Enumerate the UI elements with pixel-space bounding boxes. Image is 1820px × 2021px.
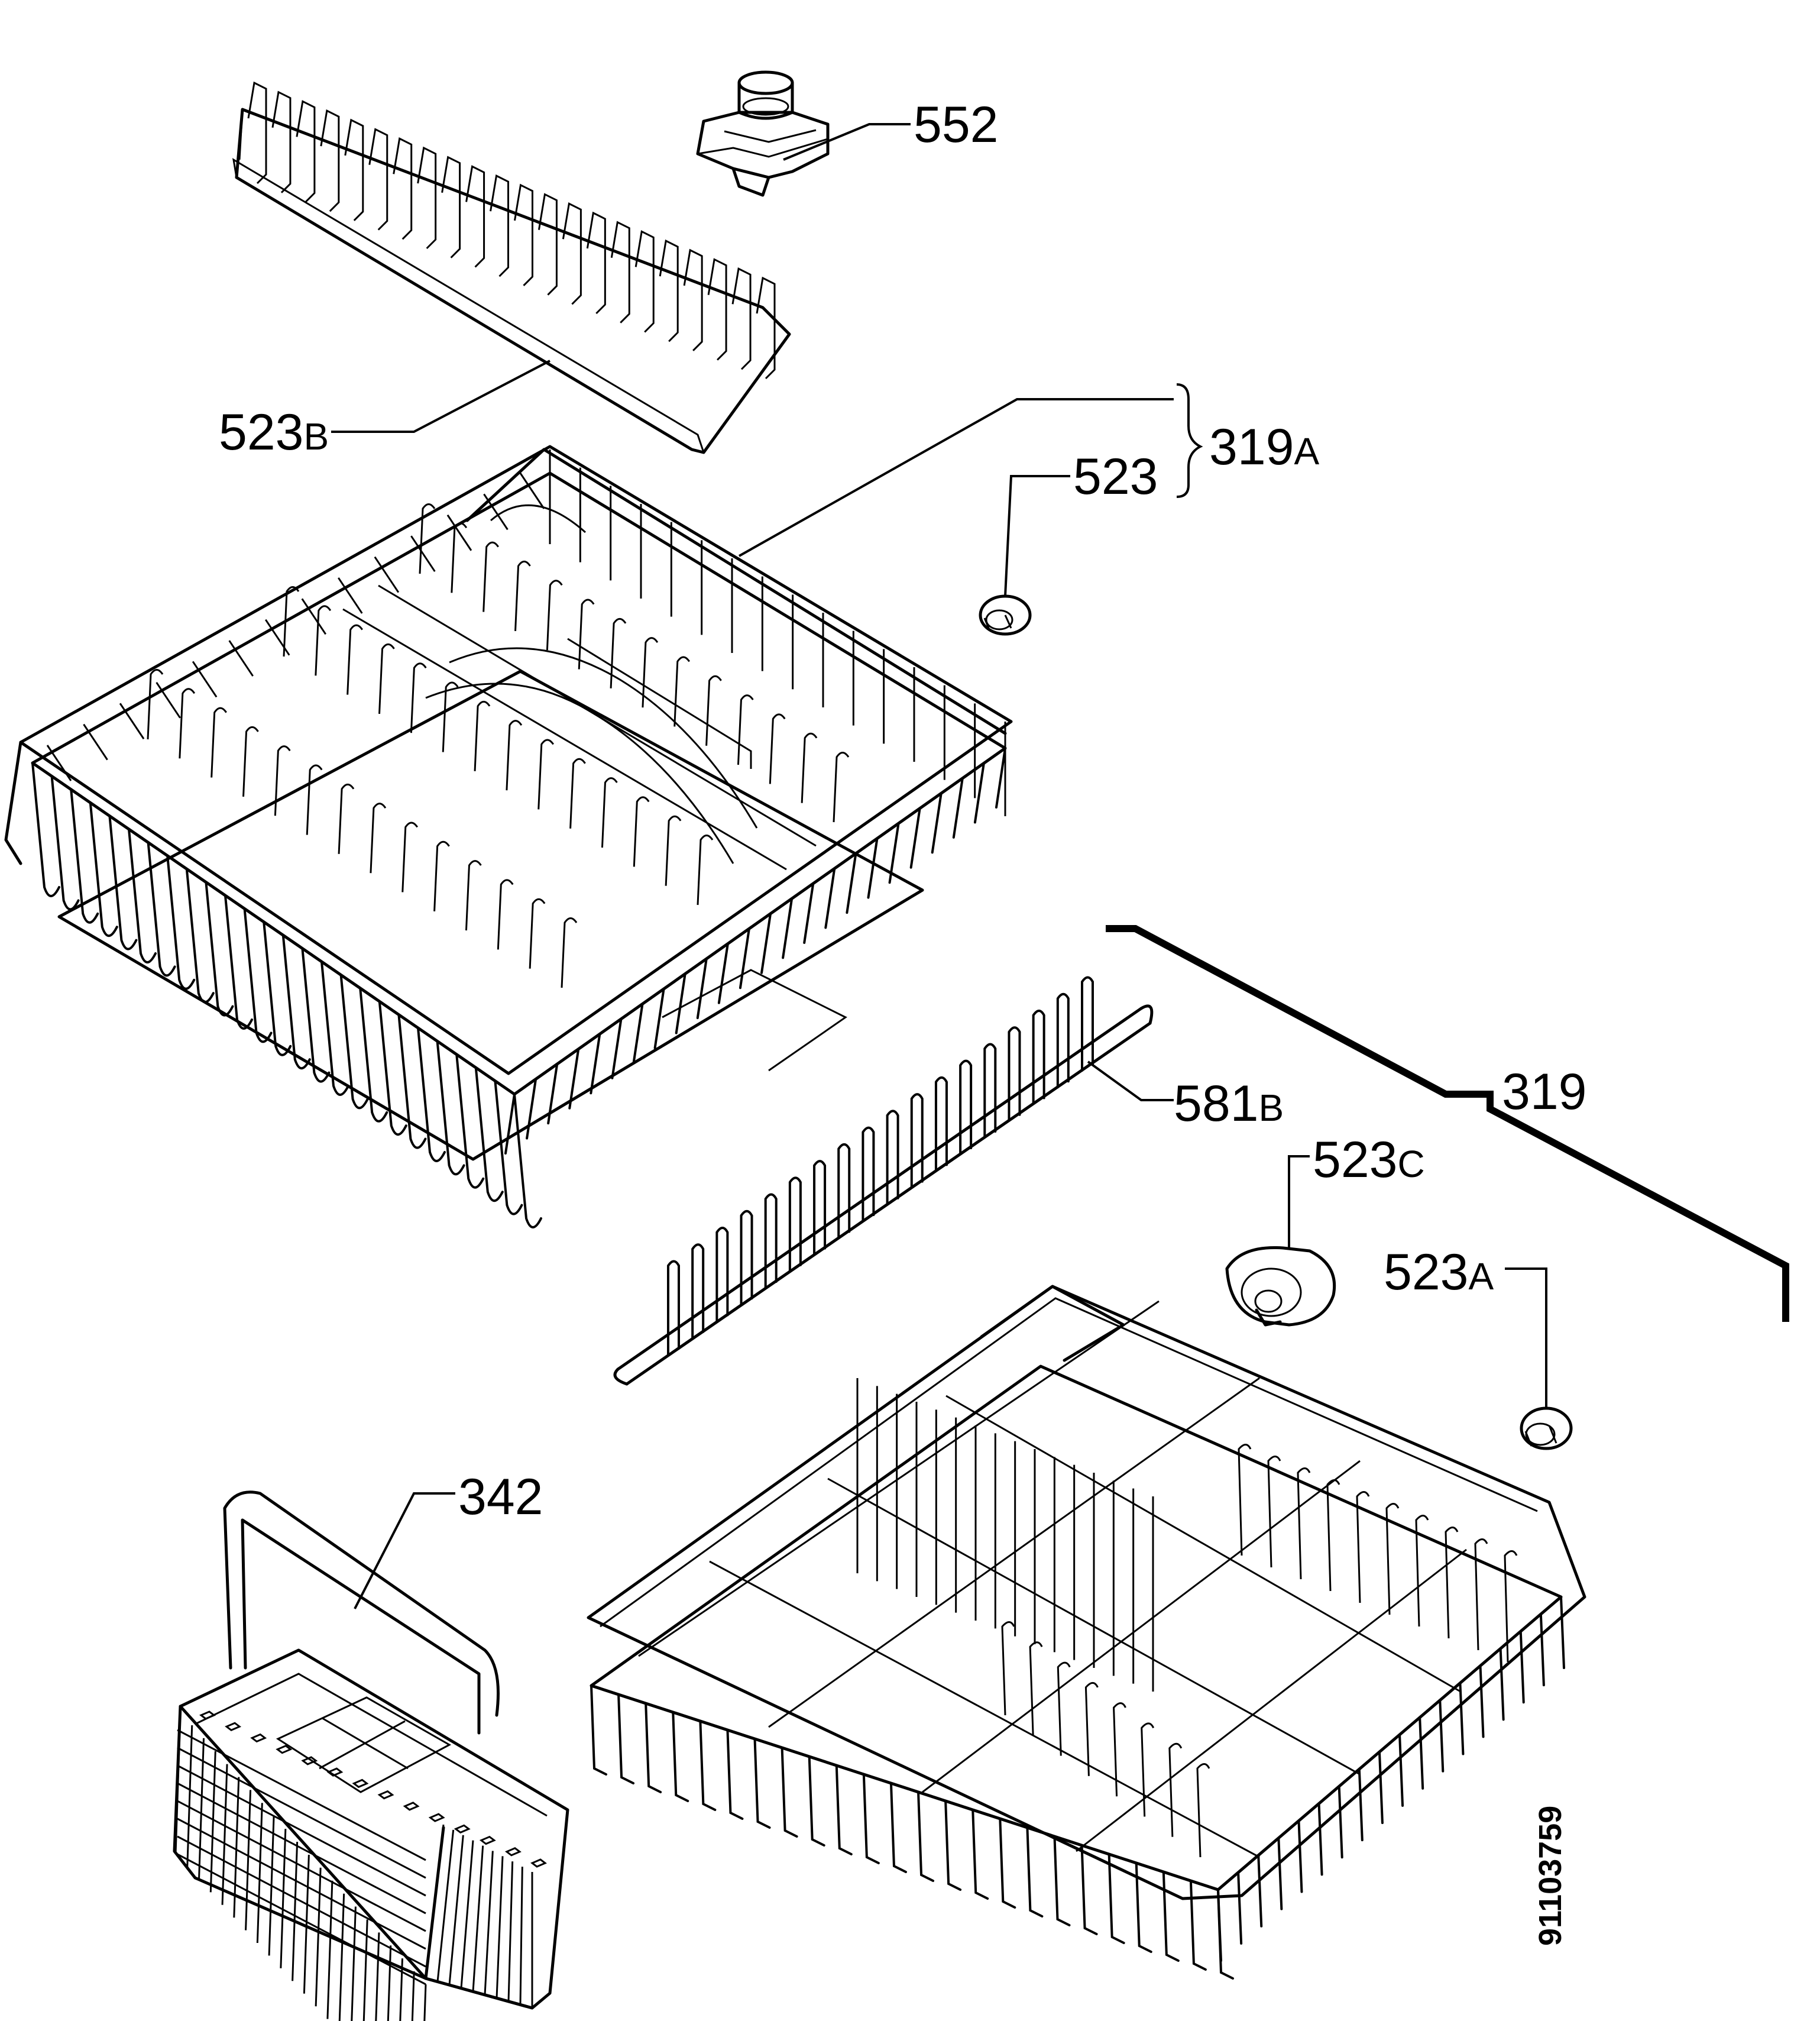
label-319A: 319A <box>1209 419 1320 476</box>
part-523C-wheel <box>1225 1246 1336 1327</box>
document-number: 91103759 <box>1533 1806 1568 1946</box>
label-319: 319 <box>1502 1063 1587 1120</box>
leader-552 <box>783 123 911 161</box>
leader-523 <box>1004 475 1070 597</box>
label-523C: 523C <box>1313 1131 1425 1188</box>
label-581B: 581B <box>1174 1075 1284 1132</box>
part-342-cutlery-basket <box>173 1490 569 2021</box>
leader-342 <box>354 1492 455 1609</box>
part-319-lower-basket <box>587 1285 1586 1980</box>
label-342: 342 <box>458 1469 543 1525</box>
part-labels: 552 523B 319A 523 581B 319 523C 523A 342… <box>219 96 1587 1946</box>
part-523A-wheel <box>1520 1406 1573 1450</box>
part-319A-upper-basket <box>4 445 1013 1228</box>
label-523: 523 <box>1073 448 1158 505</box>
leader-581B <box>1087 1060 1174 1101</box>
part-552-connector <box>696 70 830 197</box>
label-523B: 523B <box>219 404 329 461</box>
part-523-wheel <box>979 594 1032 636</box>
leader-523A <box>1505 1267 1547 1408</box>
part-581B-tine-rack <box>613 976 1154 1386</box>
leader-523C <box>1288 1155 1310 1248</box>
leader-319 <box>1106 925 1789 1322</box>
label-523A: 523A <box>1384 1244 1494 1301</box>
leader-319A <box>739 398 1174 557</box>
leader-523B <box>331 360 550 433</box>
label-552: 552 <box>914 96 999 153</box>
leader-lines <box>331 123 1789 1609</box>
part-523B-rack-insert <box>232 81 791 454</box>
brace-319A <box>1176 383 1203 498</box>
